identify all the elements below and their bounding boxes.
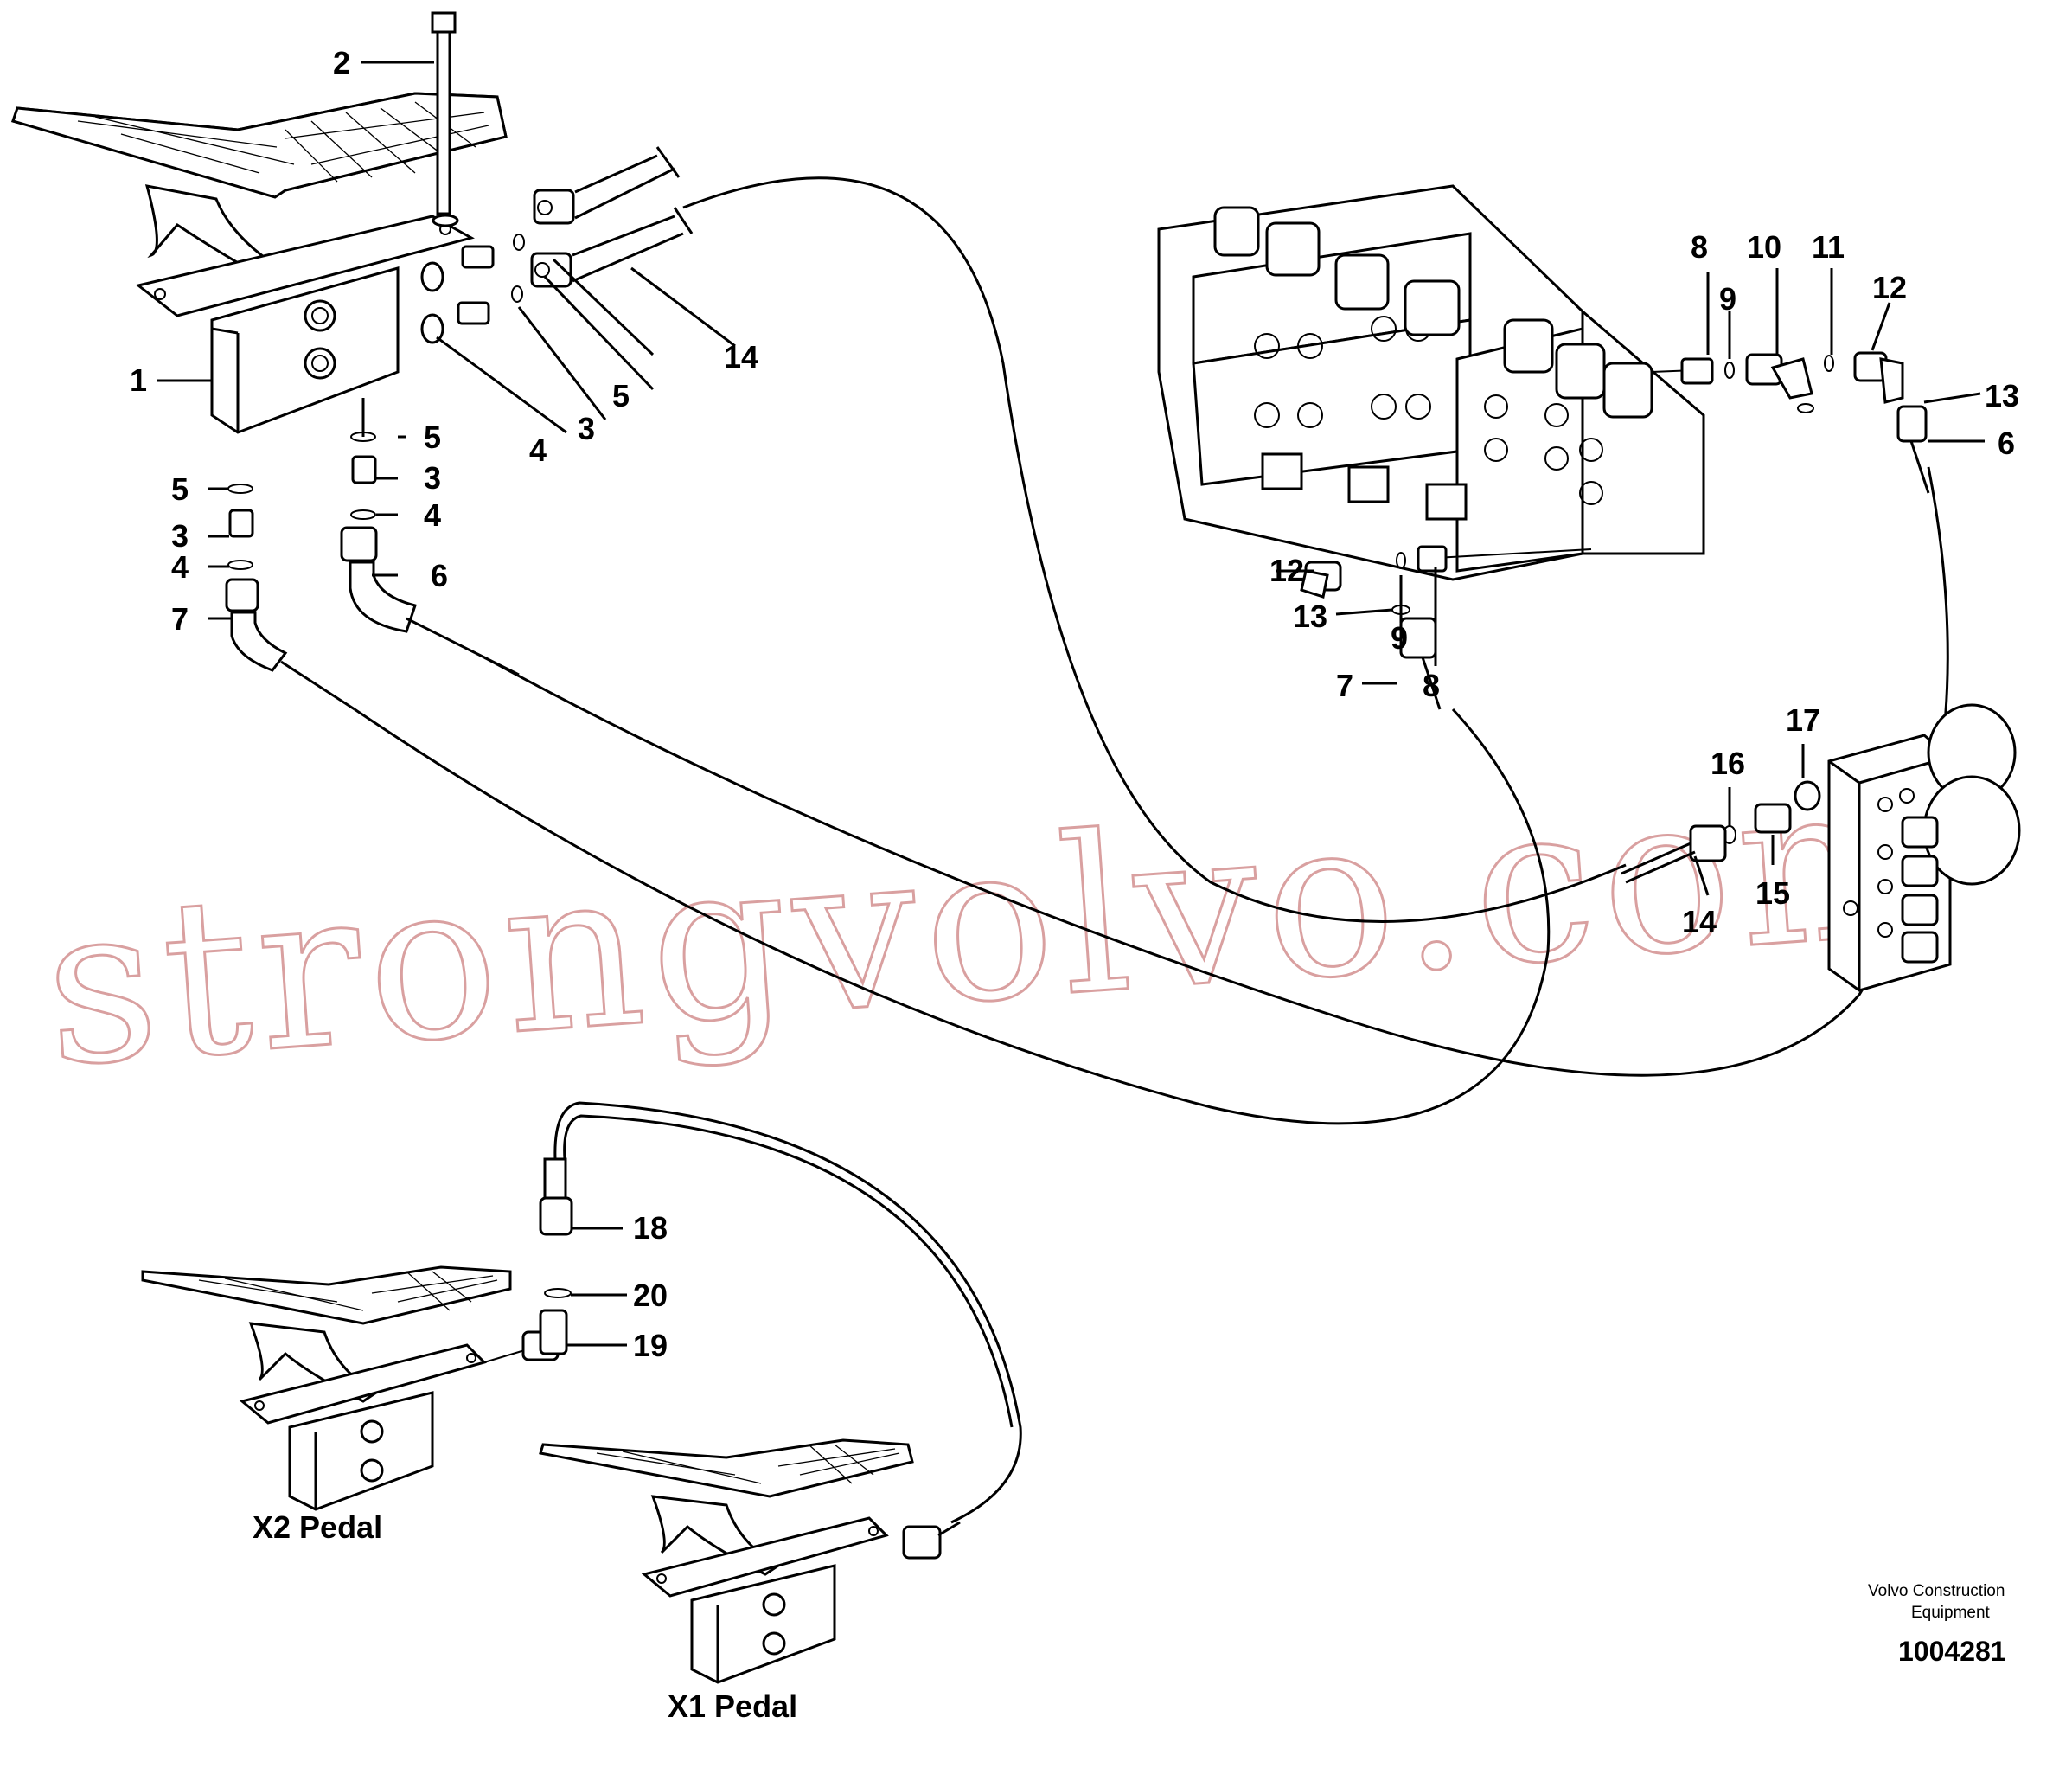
callout-label: 7	[1336, 668, 1353, 703]
callout-label: 17	[1786, 702, 1820, 738]
callout-label: 5	[171, 471, 189, 507]
valve-block-assembly	[1157, 184, 1705, 581]
callout-label: 13	[1985, 378, 2019, 413]
callout-label: 9	[1391, 620, 1408, 656]
callout-label: 4	[171, 549, 189, 585]
callout-label: 1	[130, 362, 147, 398]
watermark-text: strongvolvo.com	[37, 730, 1958, 1114]
x2-pedal-assembly	[141, 1101, 1022, 1524]
drawing-number: 1004281	[1898, 1636, 2006, 1667]
callout-label: 3	[424, 460, 441, 496]
callout-label: 8	[1423, 668, 1440, 703]
callout-label: 6	[1998, 426, 2015, 461]
callout-label: 6	[431, 558, 448, 593]
lower-right-block	[1621, 703, 2021, 992]
x2-pedal-caption: X2 Pedal	[253, 1509, 382, 1545]
callout-label: 3	[578, 411, 595, 446]
callout-label: 16	[1711, 746, 1745, 781]
credit-line-2: Equipment	[1911, 1604, 1991, 1622]
credit-line-1: Volvo Construction	[1868, 1582, 2005, 1600]
valve-fittings	[1300, 351, 1930, 710]
callout-label: 10	[1747, 229, 1781, 265]
callout-labels: 1 2 3 4 5 14 5 3 4 6 5 3 4 7 8 9 10 11 1…	[130, 45, 2019, 1363]
lower-left-fittings	[225, 176, 1949, 1125]
callout-label: 15	[1755, 875, 1790, 911]
x1-pedal-caption: X1 Pedal	[668, 1688, 797, 1724]
callout-label: 5	[612, 378, 630, 413]
leader-lines	[157, 61, 1985, 1347]
callout-label: 4	[529, 432, 547, 468]
callout-label: 13	[1293, 599, 1327, 634]
top-fittings	[420, 146, 694, 344]
callout-label: 3	[171, 518, 189, 554]
callout-label: 2	[333, 45, 350, 80]
callout-label: 12	[1872, 270, 1907, 305]
callout-label: 11	[1812, 229, 1845, 265]
x1-pedal-assembly	[539, 1438, 961, 1684]
callout-label: 5	[424, 420, 441, 455]
callout-label: 20	[633, 1278, 668, 1313]
callout-label: 9	[1719, 281, 1736, 317]
callout-label: 14	[724, 339, 758, 375]
callout-label: 18	[633, 1210, 668, 1246]
callout-label: 7	[171, 601, 189, 637]
callout-label: 8	[1691, 229, 1708, 265]
callout-label: 12	[1269, 553, 1304, 588]
callout-label: 19	[633, 1328, 668, 1363]
callout-label: 4	[424, 497, 441, 533]
main-pedal-assembly	[11, 11, 508, 434]
callout-label: 14	[1682, 904, 1717, 939]
